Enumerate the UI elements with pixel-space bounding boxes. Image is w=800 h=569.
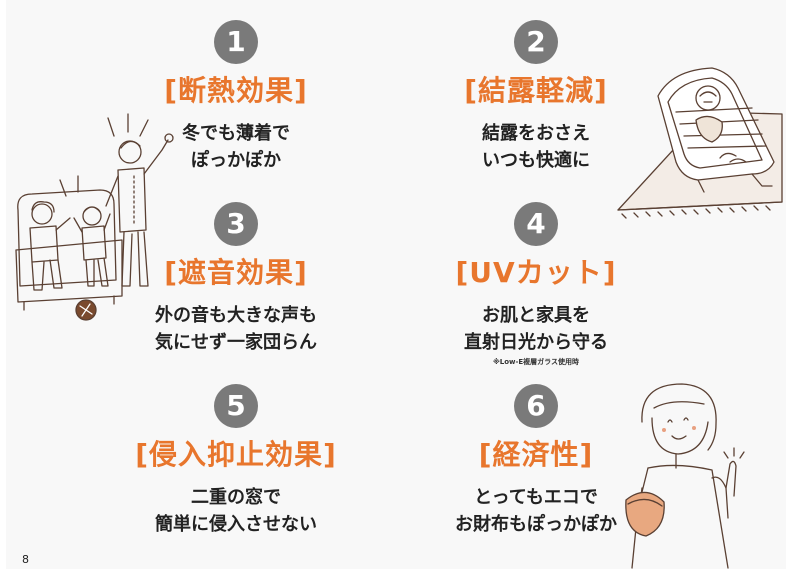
feature-description: 外の音も大きな声も 気にせず一家団らん (86, 302, 386, 356)
feature-title: [遮音効果] (164, 256, 308, 289)
feature-condensation: 2 [結露軽減] 結露をおさえ いつも快適に (386, 20, 686, 174)
feature-title: [断熱効果] (164, 74, 308, 107)
feature-description-line: お肌と家具を (482, 305, 590, 326)
feature-description-line: 外の音も大きな声も (155, 305, 317, 326)
page-number: 8 (22, 553, 29, 566)
feature-title: [侵入抑止効果] (135, 438, 337, 471)
feature-description-line: 直射日光から守る (464, 332, 608, 353)
feature-description-line: 冬でも薄着で (182, 123, 290, 144)
feature-number-badge: 3 (214, 202, 258, 246)
feature-title: [結露軽減] (464, 74, 608, 107)
feature-title: [UVカット] (455, 256, 617, 289)
feature-number-badge: 1 (214, 20, 258, 64)
feature-description-line: いつも快適に (482, 150, 590, 171)
feature-description: 冬でも薄着で ぽっかぽか (86, 120, 386, 174)
feature-description-line: ぽっかぽか (191, 150, 281, 171)
feature-insulation: 1 [断熱効果] 冬でも薄着で ぽっかぽか (86, 20, 386, 174)
feature-number-badge: 5 (214, 384, 258, 428)
feature-soundproofing: 3 [遮音効果] 外の音も大きな声も 気にせず一家団らん (86, 202, 386, 356)
feature-description-line: お財布もぽっかぽか (455, 514, 617, 535)
feature-intrusion-deterrence: 5 [侵入抑止効果] 二重の窓で 簡単に侵入させない (86, 384, 386, 538)
rug-and-chair-illustration (612, 62, 788, 222)
feature-number-badge: 2 (514, 20, 558, 64)
feature-description-line: 二重の窓で (191, 487, 281, 508)
feature-economy: 6 [経済性] とってもエコで お財布もぽっかぽか (386, 384, 686, 538)
feature-description: とってもエコで お財布もぽっかぽか (386, 484, 686, 538)
woman-with-purse-illustration (612, 378, 784, 569)
feature-description-line: 気にせず一家団らん (155, 332, 317, 353)
feature-description: 結露をおさえ いつも快適に (386, 120, 686, 174)
content-panel (6, 0, 786, 569)
feature-number-badge: 4 (514, 202, 558, 246)
feature-title: [経済性] (478, 438, 594, 471)
feature-footnote: ※Low-E複層ガラス使用時 (492, 358, 580, 366)
family-on-sofa-illustration (10, 110, 180, 330)
feature-description-line: 簡単に侵入させない (155, 514, 317, 535)
feature-description: お肌と家具を 直射日光から守る (386, 302, 686, 356)
feature-description: 二重の窓で 簡単に侵入させない (86, 484, 386, 538)
feature-description-line: 結露をおさえ (482, 123, 590, 144)
feature-uv-cut: 4 [UVカット] お肌と家具を 直射日光から守る ※Low-E複層ガラス使用時 (386, 202, 686, 367)
feature-number-badge: 6 (514, 384, 558, 428)
feature-description-line: とってもエコで (474, 487, 598, 508)
